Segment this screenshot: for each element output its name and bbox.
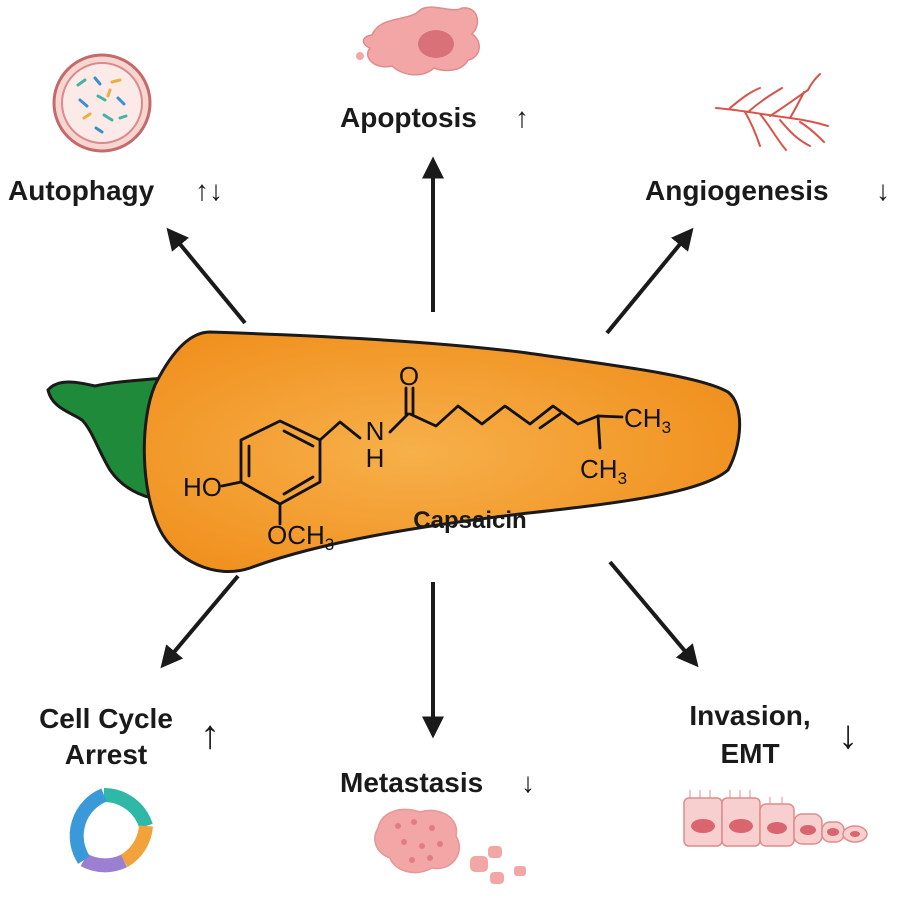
capsaicin-atom-labels: O N H HO OCH3 CH3 CH3 Capsaicin — [183, 361, 671, 554]
methoxy-text: OCH — [267, 520, 325, 550]
epithelial-cells-icon — [683, 790, 868, 847]
effect-labels: Autophagy ↑↓ Apoptosis ↑ Angiogenesis ↓ … — [8, 102, 890, 798]
apoptosis-arrow: ↑ — [515, 102, 529, 133]
cell-cycle-ring-icon — [69, 788, 153, 873]
methyl-top-subscript: 3 — [662, 418, 671, 437]
cell-cycle-arrow: ↑ — [200, 713, 220, 757]
cell-cycle-label-line2: Arrest — [65, 739, 147, 770]
methyl-bottom-subscript: 3 — [618, 469, 627, 488]
methoxy-label: OCH3 — [267, 520, 334, 554]
hydrogen-label: H — [366, 443, 385, 473]
effect-arrows — [160, 156, 699, 739]
methoxy-subscript: 3 — [325, 535, 334, 554]
hydroxyl-label: HO — [183, 472, 222, 502]
metastasis-arrow: ↓ — [521, 767, 535, 798]
metastatic-cluster-icon — [374, 808, 526, 884]
invasion-label-line1: Invasion, — [689, 700, 810, 731]
compound-name: Capsaicin — [413, 507, 526, 534]
autophagy-label: Autophagy — [8, 175, 155, 206]
arrow-to-angiogenesis — [605, 227, 694, 335]
methyl-bottom-text: CH — [580, 454, 618, 484]
angiogenesis-label: Angiogenesis — [645, 175, 829, 206]
apoptosis-label: Apoptosis — [340, 102, 477, 133]
angiogenesis-arrow: ↓ — [876, 175, 890, 206]
pepper — [46, 330, 742, 574]
apoptotic-cell-icon — [356, 6, 480, 76]
nitrogen-label: N — [366, 416, 385, 446]
blood-vessel-icon — [715, 73, 829, 151]
invasion-label-line2: EMT — [720, 738, 779, 769]
arrow-to-autophagy — [166, 227, 247, 325]
oxygen-label: O — [399, 361, 419, 391]
arrow-to-cell-cycle — [160, 574, 240, 669]
metastasis-label: Metastasis — [340, 767, 483, 798]
cell-cycle-label-line1: Cell Cycle — [39, 703, 173, 734]
methyl-top-text: CH — [624, 403, 662, 433]
methyl-label-top: CH3 — [624, 403, 671, 437]
methyl-label-bottom: CH3 — [580, 454, 627, 488]
autophagy-arrow: ↑↓ — [195, 175, 223, 206]
invasion-arrow: ↓ — [838, 713, 858, 757]
pepper-body — [142, 330, 742, 574]
capsaicin-structure — [220, 386, 624, 526]
autophagosome-icon — [52, 53, 152, 153]
arrow-to-invasion — [608, 560, 699, 668]
